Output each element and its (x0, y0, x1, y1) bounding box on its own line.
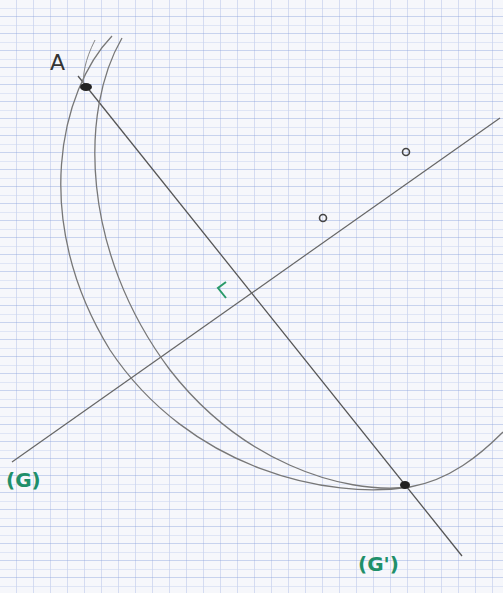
perpendicular-line (12, 118, 500, 462)
compass-arc (61, 36, 503, 490)
right-angle-mark (218, 282, 226, 298)
point-mark (320, 215, 327, 222)
compass-arc (95, 38, 410, 488)
curve-label: (G) (6, 468, 41, 492)
curve-label: (G') (358, 552, 399, 576)
point-dot (80, 83, 92, 91)
point-label: A (50, 50, 65, 75)
compass-arc (83, 40, 95, 90)
point-mark (403, 149, 410, 156)
point-dot (400, 481, 410, 489)
